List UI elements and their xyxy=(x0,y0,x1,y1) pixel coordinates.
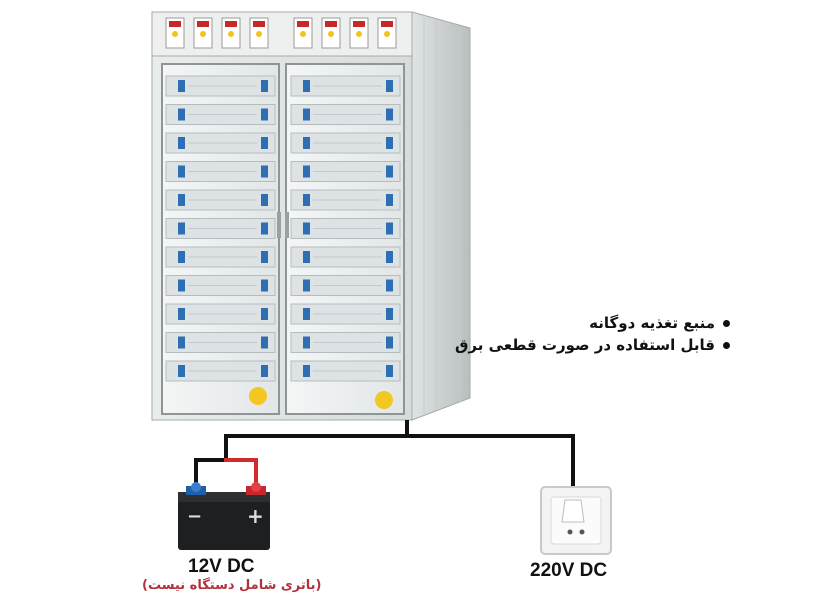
controller-display xyxy=(381,21,393,27)
tray-motor xyxy=(303,80,310,92)
wall-socket xyxy=(540,486,612,555)
controller-indicator xyxy=(328,31,334,37)
chick-sticker xyxy=(249,387,267,405)
tray-motor xyxy=(303,365,310,377)
tray-motor xyxy=(261,222,268,235)
tray-motor xyxy=(178,365,185,377)
controller-display xyxy=(225,21,237,27)
battery-minus-symbol: − xyxy=(187,506,203,527)
wire-main-to-socket xyxy=(405,434,575,499)
tray-motor xyxy=(261,308,268,320)
tray-motor xyxy=(261,194,268,206)
tray-motor xyxy=(178,137,185,149)
tray-motor xyxy=(178,308,185,320)
controller-indicator xyxy=(200,31,206,37)
tray-motor xyxy=(178,279,185,292)
controller-displays xyxy=(165,17,397,49)
chick-sticker xyxy=(375,391,393,409)
controller-display xyxy=(197,21,209,27)
tray-motor xyxy=(303,336,310,349)
tray-motor xyxy=(386,251,393,263)
tray-motor xyxy=(261,165,268,178)
tray-motor xyxy=(303,165,310,178)
tray-motor xyxy=(386,279,393,292)
battery xyxy=(178,482,270,550)
tray-motor xyxy=(386,108,393,121)
tray-motor xyxy=(386,336,393,349)
tray-motor xyxy=(261,108,268,121)
tray-motor xyxy=(303,251,310,263)
battery-voltage-label: 12V DC xyxy=(188,556,255,577)
feature-item: منبع تغذیه دوگانه xyxy=(470,312,730,334)
tray-motor xyxy=(178,108,185,121)
tray-motor xyxy=(261,137,268,149)
wire-main-black xyxy=(194,420,409,492)
tray-motor xyxy=(303,308,310,320)
feature-list: منبع تغذیه دوگانه قابل استفاده در صورت ق… xyxy=(455,312,730,356)
tray-motor xyxy=(178,336,185,349)
tray-motor xyxy=(178,165,185,178)
tray-motor xyxy=(303,279,310,292)
controller-display xyxy=(325,21,337,27)
bullet-icon xyxy=(723,342,730,349)
wire-battery-red xyxy=(224,458,258,492)
tray-motor xyxy=(386,165,393,178)
tray-motor xyxy=(261,251,268,263)
controller-display xyxy=(353,21,365,27)
controller-indicator xyxy=(172,31,178,37)
tray-motor xyxy=(261,336,268,349)
tray-motor xyxy=(386,80,393,92)
tray-motor xyxy=(386,194,393,206)
tray-motor xyxy=(303,108,310,121)
battery-plus-symbol: + xyxy=(247,504,264,528)
socket-voltage-label: 220V DC xyxy=(530,560,608,581)
controller-indicator xyxy=(384,31,390,37)
tray-motor xyxy=(261,365,268,377)
tray-motor xyxy=(386,137,393,149)
tray-motor xyxy=(386,222,393,235)
tray-motor xyxy=(386,365,393,377)
tray-motor xyxy=(303,222,310,235)
tray-motor xyxy=(386,308,393,320)
tray-motor xyxy=(303,137,310,149)
controller-indicator xyxy=(256,31,262,37)
controller-display xyxy=(253,21,265,27)
tray-motor xyxy=(261,279,268,292)
controller-indicator xyxy=(228,31,234,37)
bullet-icon xyxy=(723,320,730,327)
controller-display xyxy=(169,21,181,27)
tray-motor xyxy=(261,80,268,92)
tray-motor xyxy=(178,251,185,263)
egg-trays xyxy=(165,75,401,382)
tray-motor xyxy=(178,194,185,206)
controller-indicator xyxy=(300,31,306,37)
tray-motor xyxy=(178,80,185,92)
controller-indicator xyxy=(356,31,362,37)
feature-item: قابل استفاده در صورت قطعی برق xyxy=(455,334,730,356)
battery-note: (باتری شامل دستگاه نیست) xyxy=(142,578,322,593)
controller-display xyxy=(297,21,309,27)
tray-motor xyxy=(178,222,185,235)
tray-motor xyxy=(303,194,310,206)
